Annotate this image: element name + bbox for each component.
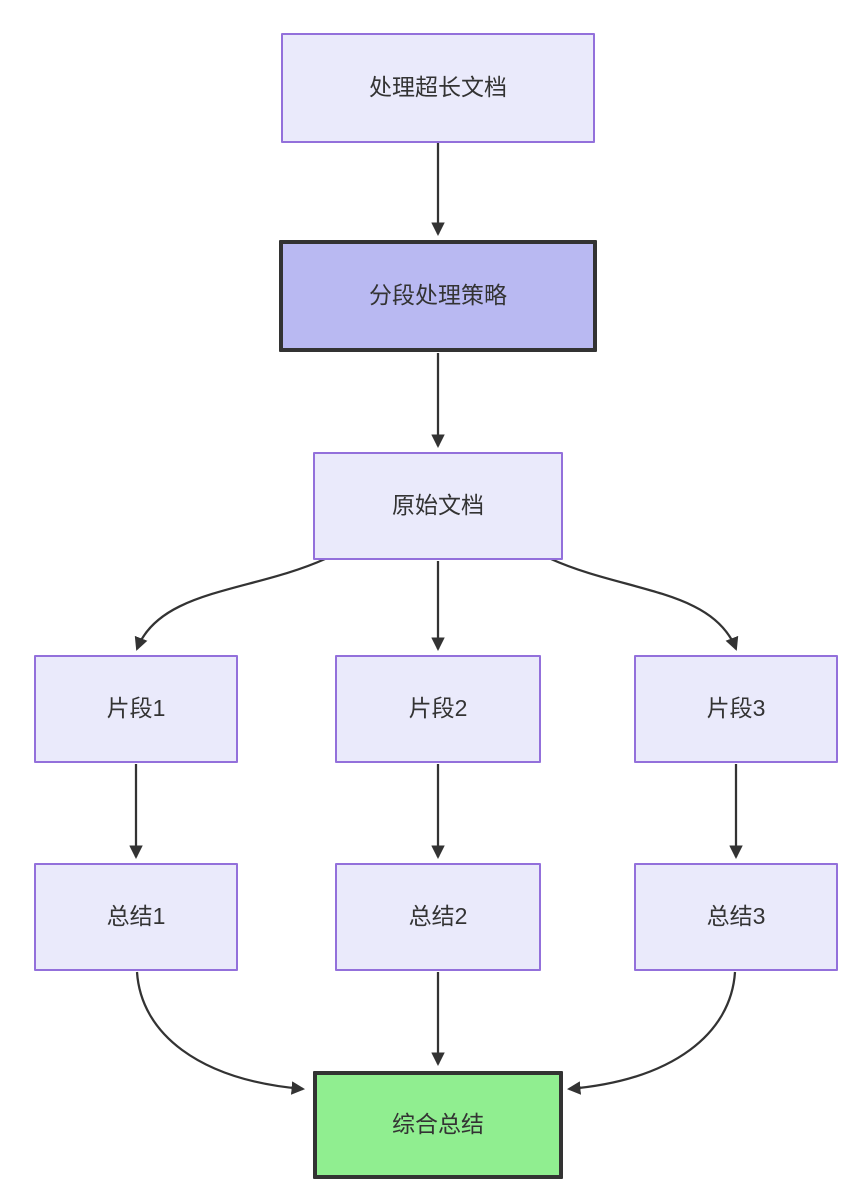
edge-summary3-to-final [566,971,737,1095]
node-chunk-3-label: 片段3 [706,695,766,722]
edge-source-to-chunk3 [550,557,739,651]
node-strategy: 分段处理策略 [279,240,597,352]
node-task: 处理超长文档 [281,33,595,143]
node-summary-3-label: 总结3 [706,903,766,930]
node-summary-3: 总结3 [634,863,838,971]
node-summary-1: 总结1 [34,863,238,971]
node-chunk-2: 片段2 [335,655,541,763]
node-chunk-3: 片段3 [634,655,838,763]
node-final-summary-label: 综合总结 [392,1111,484,1138]
node-chunk-1-label: 片段1 [106,695,166,722]
node-source-doc-label: 原始文档 [392,492,484,519]
node-summary-2-label: 总结2 [408,903,468,930]
node-summary-1-label: 总结1 [106,903,166,930]
node-task-label: 处理超长文档 [369,74,507,101]
edge-summary1-to-final [135,971,306,1095]
node-chunk-1: 片段1 [34,655,238,763]
node-strategy-label: 分段处理策略 [369,282,507,309]
node-source-doc: 原始文档 [313,452,563,560]
node-summary-2: 总结2 [335,863,541,971]
edge-source-to-chunk1 [134,557,326,651]
node-final-summary: 综合总结 [313,1071,563,1179]
node-chunk-2-label: 片段2 [408,695,468,722]
